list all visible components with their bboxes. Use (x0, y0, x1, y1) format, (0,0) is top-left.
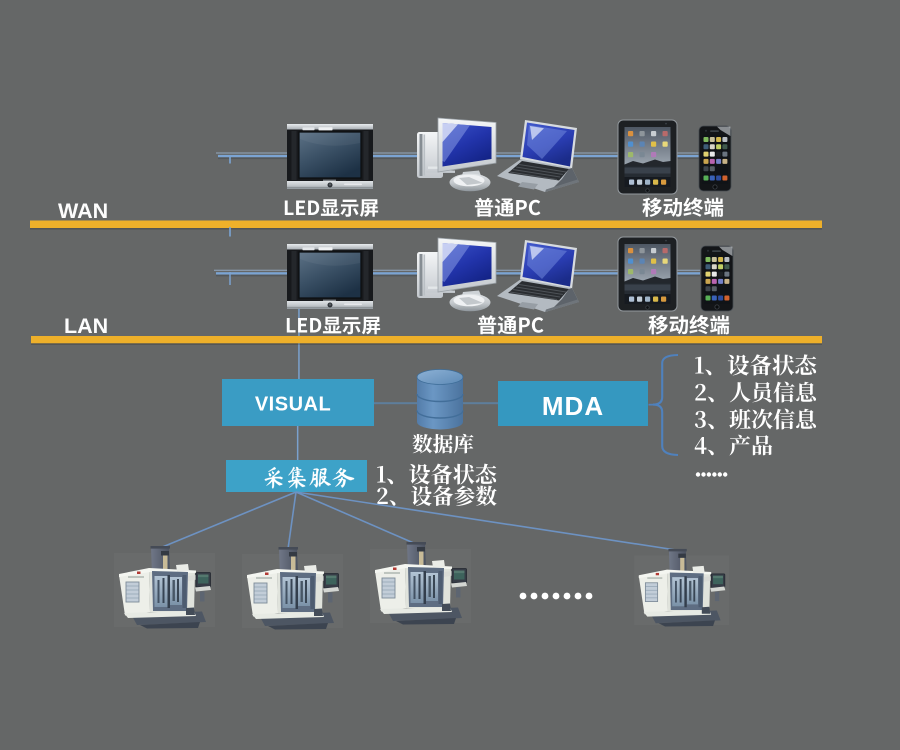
svg-text:WAN: WAN (58, 199, 108, 223)
svg-text:MDA: MDA (542, 391, 604, 421)
svg-text:VISUAL: VISUAL (255, 394, 331, 416)
svg-text:LAN: LAN (64, 314, 108, 338)
